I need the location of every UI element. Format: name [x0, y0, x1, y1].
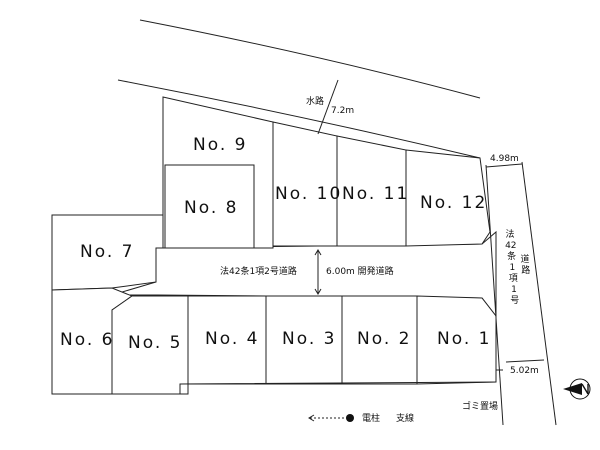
legend-pole-symbol: [346, 414, 354, 422]
side-road-classification_chars-char: 号: [510, 295, 519, 306]
internal-road-width-arrow-bottom: [314, 288, 322, 295]
site-bottom-boundary: [112, 369, 503, 395]
side-road-bottom-dimension: [505, 359, 545, 363]
lot-1-parcel: [416, 295, 497, 385]
waterway-upper-edge: [139, 19, 481, 99]
lot-label-11: No. 11: [342, 184, 409, 204]
side-road-width-bottom: 5.02m: [510, 366, 539, 376]
lot-label-2: No. 2: [357, 329, 411, 349]
legend-guy-wire-label: 支線: [396, 412, 414, 424]
legend-arrowhead: [308, 414, 315, 422]
garbage-area-label: ゴミ置場: [462, 400, 498, 412]
lot-8-parcel: [164, 164, 255, 249]
internal-road-width-label: 6.00m 開発道路: [326, 265, 394, 277]
internal-road-classification: 法42条1項2号道路: [220, 265, 297, 277]
lot-label-7: No. 7: [80, 242, 134, 262]
side-road-classification_chars-char: 42: [505, 241, 516, 251]
side-road-label_chars-char: 路: [521, 264, 530, 276]
side-road-width-top: 4.98m: [490, 154, 519, 164]
side-road-right-edge: [521, 161, 557, 426]
lot-label-1: No. 1: [437, 329, 491, 349]
lot-label-4: No. 4: [205, 329, 259, 349]
side-road-classification_chars-char: 1: [511, 285, 517, 295]
lot-label-12: No. 12: [420, 193, 487, 213]
lot-label-6: No. 6: [60, 330, 114, 350]
side-road-classification_chars-char: 1: [510, 263, 516, 273]
side-road-left-edge: [485, 164, 504, 426]
waterway-width-dimension: [317, 79, 339, 135]
lot-label-10: No. 10: [275, 184, 342, 204]
internal-road-width-arrow-top: [314, 249, 322, 256]
waterway-lower-edge: [117, 79, 481, 159]
north-arrow-icon: [563, 378, 591, 400]
side-road-classification_chars-char: 法: [505, 228, 514, 240]
lot-label-3: No. 3: [282, 329, 336, 349]
legend-pole-label: 電柱: [362, 412, 380, 424]
waterway-name: 水路: [306, 95, 324, 107]
side-road-classification_chars-char: 項: [509, 273, 518, 284]
side-road-top-dimension: [485, 163, 523, 168]
lot-label-9: No. 9: [193, 135, 247, 155]
side-road-classification_chars-char: 条: [507, 250, 516, 262]
waterway-width: 7.2m: [331, 106, 354, 116]
side-road-label_chars-char: 道: [520, 253, 529, 265]
lot-label-5: No. 5: [128, 333, 182, 353]
lot-label-8: No. 8: [184, 198, 238, 218]
lot-12-parcel: [405, 149, 491, 247]
